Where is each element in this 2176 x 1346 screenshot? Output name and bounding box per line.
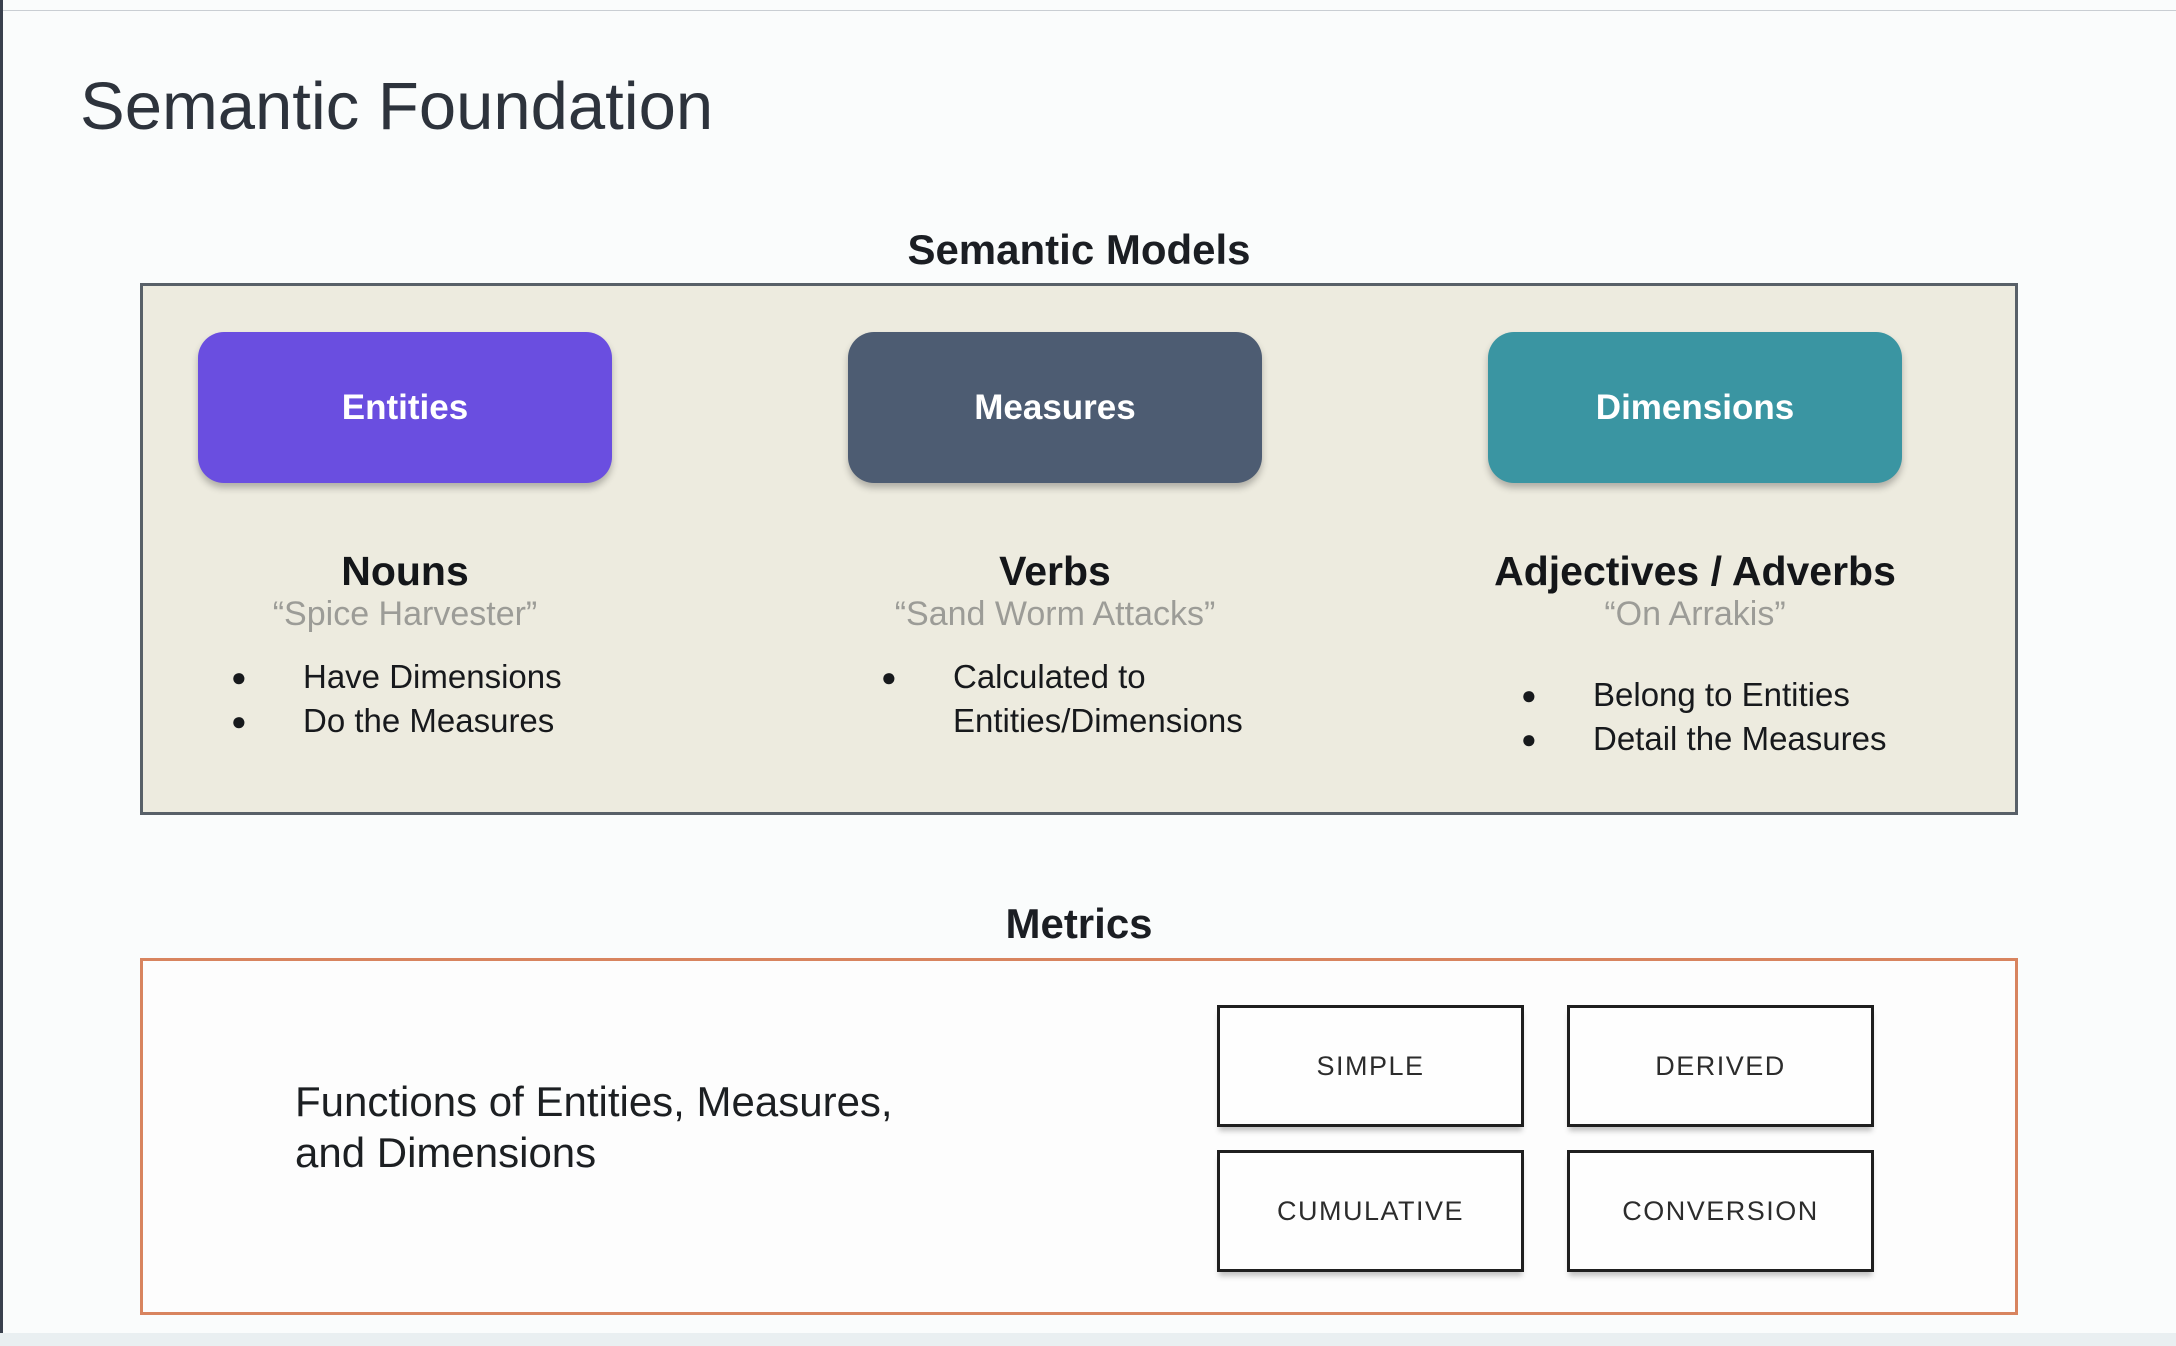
metric-type-cumulative: CUMULATIVE — [1217, 1150, 1524, 1272]
metrics-heading: Metrics — [1005, 900, 1153, 947]
bullet-text: Detail the Measures — [1593, 720, 1887, 757]
window-top-edge — [3, 10, 2176, 11]
list-item: ● Detail the Measures — [1465, 717, 1925, 761]
dimensions-role-label: Adjectives / Adverbs — [1494, 548, 1896, 594]
metrics-description: Functions of Entities, Measures, and Dim… — [295, 1078, 893, 1176]
metric-type-conversion: CONVERSION — [1567, 1150, 1874, 1272]
dimensions-bullet-list: ● Belong to Entities ● Detail the Measur… — [1465, 673, 1925, 761]
entities-role-label: Nouns — [341, 548, 469, 594]
dimensions-pill: Dimensions — [1488, 332, 1902, 483]
measures-pill: Measures — [848, 332, 1262, 483]
bullet-icon: ● — [1521, 724, 1537, 754]
list-item: ● Have Dimensions — [175, 655, 635, 699]
list-item: ● Do the Measures — [175, 699, 635, 743]
semantic-models-heading: Semantic Models — [907, 226, 1251, 273]
window-bottom-edge — [0, 1333, 2176, 1346]
entities-example-label: “Spice Harvester” — [272, 595, 538, 633]
measures-example-label: “Sand Worm Attacks” — [894, 595, 1216, 633]
entities-pill: Entities — [198, 332, 612, 483]
measures-role-label: Verbs — [999, 548, 1111, 594]
bullet-text: Have Dimensions — [303, 658, 562, 695]
bullet-text: Calculated to Entities/Dimensions — [953, 658, 1243, 739]
entities-bullet-list: ● Have Dimensions ● Do the Measures — [175, 655, 635, 743]
dimensions-example-label: “On Arrakis” — [1604, 595, 1786, 633]
measures-bullet-list: ● Calculated to Entities/Dimensions — [825, 655, 1285, 743]
bullet-icon: ● — [231, 662, 247, 692]
metric-type-derived: DERIVED — [1567, 1005, 1874, 1127]
bullet-icon: ● — [881, 662, 897, 692]
bullet-text: Belong to Entities — [1593, 676, 1850, 713]
bullet-text: Do the Measures — [303, 702, 555, 739]
bullet-icon: ● — [231, 706, 247, 736]
window-left-edge — [0, 0, 3, 1334]
list-item: ● Calculated to Entities/Dimensions — [825, 655, 1285, 743]
metric-types-grid: SIMPLE DERIVED CUMULATIVE CONVERSION — [1217, 1005, 1874, 1272]
bullet-icon: ● — [1521, 680, 1537, 710]
list-item: ● Belong to Entities — [1465, 673, 1925, 717]
metric-type-simple: SIMPLE — [1217, 1005, 1524, 1127]
page-title: Semantic Foundation — [80, 69, 714, 144]
